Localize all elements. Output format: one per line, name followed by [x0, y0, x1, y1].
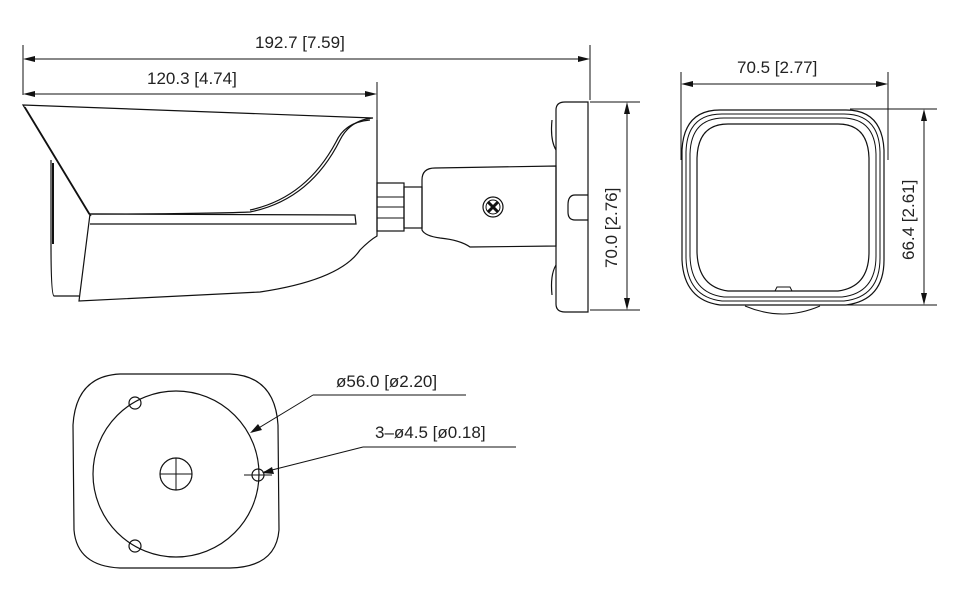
- bolt-circle-callout: ø56.0 [ø2.20]: [250, 372, 466, 433]
- camera-front-view: [681, 109, 885, 315]
- camera-side-view: [21, 101, 589, 313]
- front-height-dimension: 66.4 [2.61]: [820, 108, 937, 306]
- overall-length-dimension: 192.7 [7.59]: [22, 33, 591, 100]
- front-width-label: 70.5 [2.77]: [737, 58, 817, 77]
- overall-length-label: 192.7 [7.59]: [255, 33, 345, 52]
- front-height-label: 66.4 [2.61]: [899, 180, 918, 260]
- mount-height-dimension: 70.0 [2.76]: [590, 101, 640, 311]
- mount-base-view: [72, 373, 280, 569]
- housing-length-dimension: 120.3 [4.74]: [23, 69, 378, 230]
- bolt-circle-label: ø56.0 [ø2.20]: [336, 372, 437, 391]
- housing-length-label: 120.3 [4.74]: [147, 69, 237, 88]
- mount-holes-label: 3–ø4.5 [ø0.18]: [375, 423, 486, 442]
- front-width-dimension: 70.5 [2.77]: [680, 58, 889, 160]
- mount-height-label: 70.0 [2.76]: [602, 188, 621, 268]
- mount-holes-callout: 3–ø4.5 [ø0.18]: [262, 423, 516, 474]
